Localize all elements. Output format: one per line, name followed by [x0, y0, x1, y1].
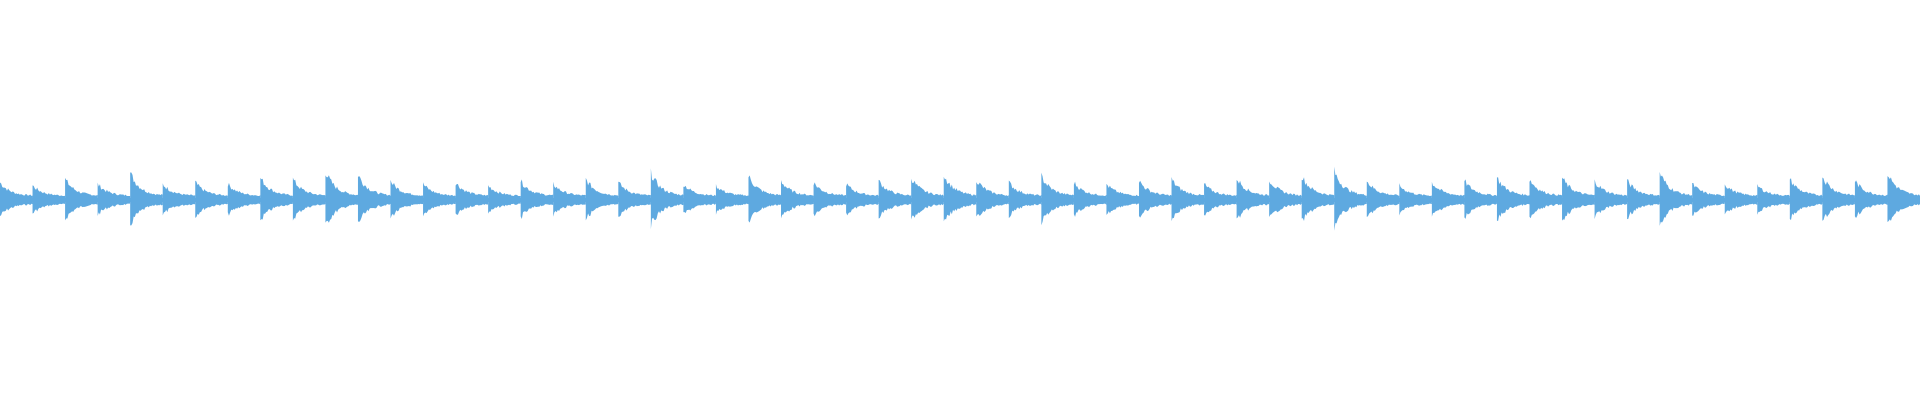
waveform-shape [0, 166, 1920, 231]
waveform-baseline [0, 198, 1920, 202]
